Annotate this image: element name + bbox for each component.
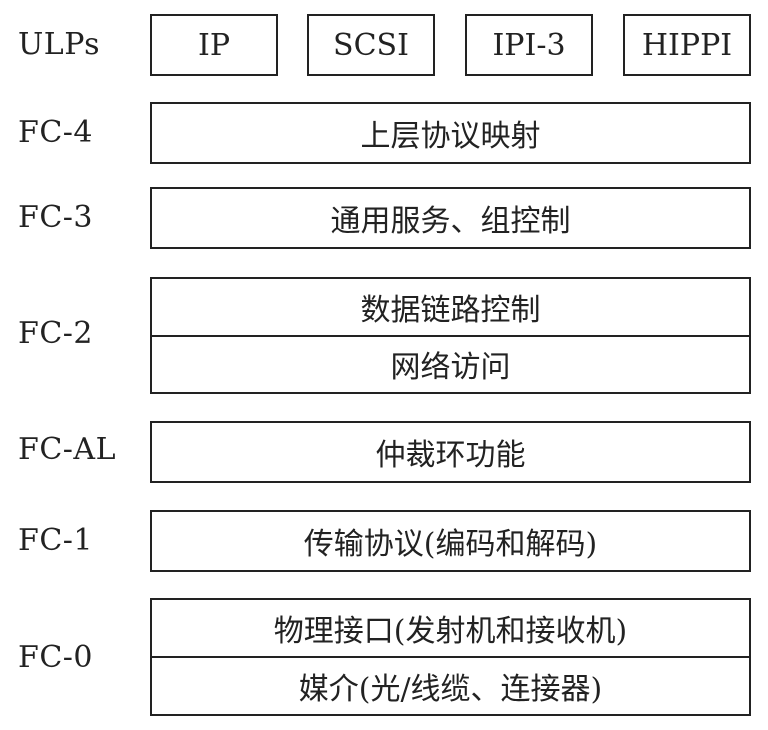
fc4-box: 上层协议映射 bbox=[150, 102, 751, 164]
fc0-media: 媒介(光/线缆、连接器) bbox=[152, 656, 749, 714]
protocol-hippi-box: HIPPI bbox=[623, 14, 751, 76]
fc3-label: FC-3 bbox=[18, 200, 93, 235]
fc3-box: 通用服务、组控制 bbox=[150, 187, 751, 249]
protocol-ip-box: IP bbox=[150, 14, 278, 76]
fc0-label: FC-0 bbox=[18, 640, 93, 675]
fc2-data-link-control: 数据链路控制 bbox=[360, 292, 541, 328]
protocol-ipi3-box: IPI-3 bbox=[465, 14, 593, 76]
ulps-label: ULPs bbox=[18, 27, 100, 62]
fc2-label: FC-2 bbox=[18, 316, 93, 351]
fc4-label: FC-4 bbox=[18, 115, 93, 150]
fc2-network-access: 网络访问 bbox=[152, 334, 749, 393]
fc2-stack: 数据链路控制 网络访问 bbox=[150, 277, 751, 394]
fcal-box: 仲裁环功能 bbox=[150, 421, 751, 483]
fc1-box: 传输协议(编码和解码) bbox=[150, 510, 751, 572]
fcal-label: FC-AL bbox=[18, 432, 116, 467]
fc1-label: FC-1 bbox=[18, 523, 93, 558]
protocol-scsi-box: SCSI bbox=[307, 14, 435, 76]
fc0-stack: 物理接口(发射机和接收机) 媒介(光/线缆、连接器) bbox=[150, 598, 751, 716]
fc0-physical-interface: 物理接口(发射机和接收机) bbox=[273, 614, 628, 649]
